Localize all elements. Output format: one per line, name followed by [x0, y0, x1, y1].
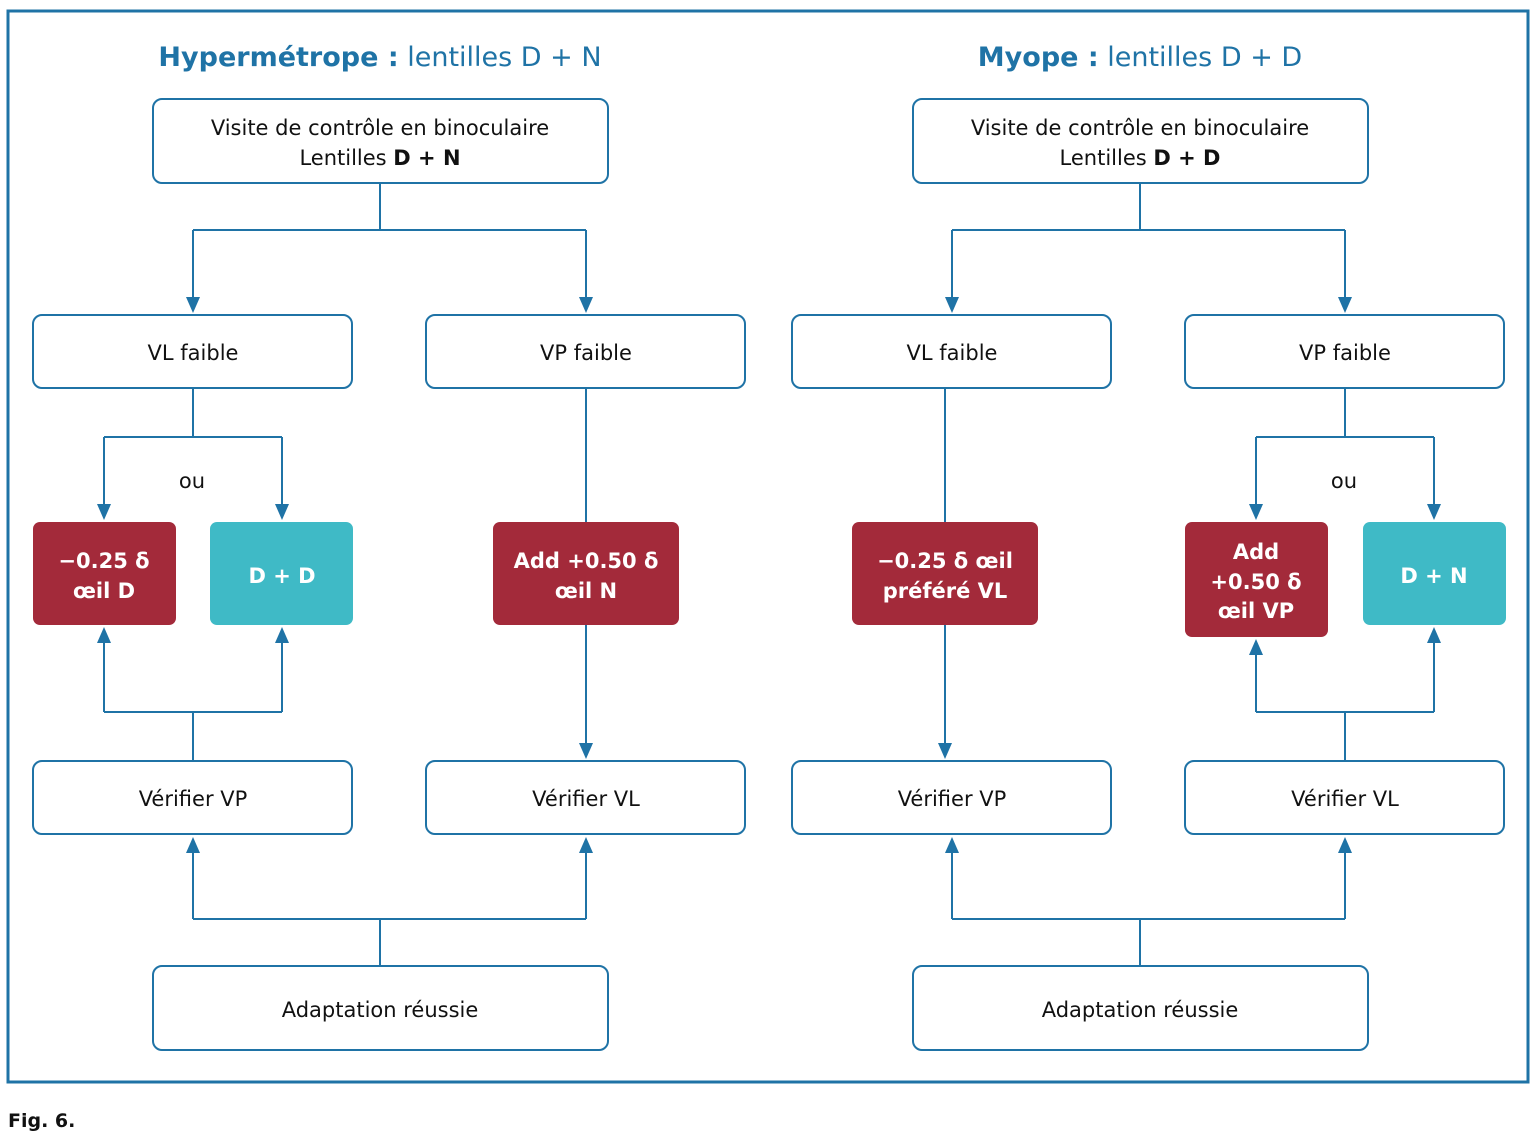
hyper-minus-line1: −0.25 δ [58, 549, 149, 573]
myope-vp-faible-label: VP faible [1299, 341, 1391, 365]
hyper-visit-line2-bold: D + N [393, 146, 460, 170]
myope-add-box [1185, 522, 1328, 637]
outer-frame [6, 9, 1530, 1084]
myope-minus-line2: préféré VL [883, 579, 1008, 603]
hyper-verifier-vp-label: Vérifier VP [139, 787, 248, 811]
myope-vl-faible-box [791, 314, 1112, 389]
hyper-dd-label: D + D [248, 564, 315, 588]
myope-title: Myope : lentilles D + D [978, 42, 1302, 73]
myope-add-line2: +0.50 δ [1210, 570, 1301, 594]
hyper-arrow-up-minus [97, 627, 111, 643]
hyper-add-line1: Add +0.50 δ [514, 549, 659, 573]
myope-title-rest: lentilles D + D [1099, 42, 1303, 73]
myope-ou-label: ou [1331, 469, 1357, 493]
hyper-adaptation-label: Adaptation réussie [282, 998, 479, 1022]
hyper-adaptation-up [192, 850, 587, 966]
myope-split-top [951, 183, 1346, 300]
myope-verifier-vp-label: Vérifier VP [898, 787, 1007, 811]
hyper-ou-label: ou [179, 469, 205, 493]
hyper-verifier-vp-box [32, 760, 353, 835]
myope-dn-box [1363, 522, 1506, 625]
hyper-arrow-to-verifier-vl [579, 743, 593, 759]
myope-add-line3: œil VP [1218, 599, 1294, 623]
hyper-visit-line1: Visite de contrôle en binoculaire [211, 116, 549, 140]
hyper-arrow-to-vp [579, 297, 593, 313]
myope-dn-label: D + N [1400, 564, 1467, 588]
hyper-minus-line2: œil D [73, 579, 135, 603]
hyper-dd-box [210, 522, 353, 625]
myope-visit-box [912, 98, 1369, 184]
hyper-minus-box [33, 522, 176, 625]
myope-verifier-vl-up [1255, 640, 1435, 761]
hyper-arrow-to-minus [97, 504, 111, 520]
myope-arrow-up-verifier-vp [945, 837, 959, 853]
myope-visit-line1: Visite de contrôle en binoculaire [971, 116, 1309, 140]
hyper-arrow-up-verifier-vl [579, 837, 593, 853]
myope-arrow-to-vp [1338, 297, 1352, 313]
myope-minus-line1: −0.25 δ œil [877, 549, 1013, 573]
myope-minus-box [852, 522, 1038, 625]
myope-arrow-to-vl [945, 297, 959, 313]
hyper-arrow-up-verifier-vp [186, 837, 200, 853]
hyper-verifier-vl-label: Vérifier VL [532, 787, 640, 811]
myope-arrow-up-verifier-vl [1338, 837, 1352, 853]
myope-verifier-vl-label: Vérifier VL [1291, 787, 1399, 811]
hyper-arrow-to-vl [186, 297, 200, 313]
myope-visit-line2-pre: Lentilles [1060, 146, 1154, 170]
hyper-visit-box [152, 98, 609, 184]
hyper-split-ou [103, 388, 283, 507]
hyper-title-rest: lentilles D + N [399, 42, 602, 73]
hyper-title: Hypermétrope : lentilles D + N [158, 42, 601, 73]
myope-add-line1: Add [1233, 540, 1279, 564]
hyper-visit-line2: Lentilles D + N [299, 146, 460, 170]
myope-adaptation-box [912, 965, 1369, 1051]
hyper-title-bold: Hypermétrope : [158, 42, 398, 73]
hyper-adaptation-box [152, 965, 609, 1051]
hyper-vp-faible-label: VP faible [540, 341, 632, 365]
myope-arrow-to-add [1249, 504, 1263, 520]
myope-visit-line2: Lentilles D + D [1060, 146, 1221, 170]
hyper-verifier-vl-box [425, 760, 746, 835]
hyper-add-line2: œil N [555, 579, 617, 603]
figure-label: Fig. 6. [8, 1110, 75, 1132]
myope-arrow-up-add [1249, 639, 1263, 655]
myope-title-bold: Myope : [978, 42, 1099, 73]
myope-vl-faible-label: VL faible [907, 341, 998, 365]
hyper-arrow-to-dd [275, 504, 289, 520]
hyper-visit-line2-pre: Lentilles [299, 146, 393, 170]
myope-verifier-vl-box [1184, 760, 1505, 835]
hyper-add-box [493, 522, 679, 625]
myope-verifier-vp-box [791, 760, 1112, 835]
myope-visit-line2-bold: D + D [1153, 146, 1220, 170]
myope-arrow-to-verifier-vp [938, 743, 952, 759]
myope-split-ou [1255, 388, 1435, 507]
hyper-vl-faible-label: VL faible [148, 341, 239, 365]
myope-arrow-to-dn [1427, 504, 1441, 520]
myope-adaptation-up [951, 850, 1346, 966]
myope-arrow-up-dn [1427, 627, 1441, 643]
hyper-arrow-up-dd [275, 627, 289, 643]
hyper-verifier-vp-up [103, 640, 283, 761]
hyper-split-top [192, 183, 587, 300]
myope-adaptation-label: Adaptation réussie [1042, 998, 1239, 1022]
